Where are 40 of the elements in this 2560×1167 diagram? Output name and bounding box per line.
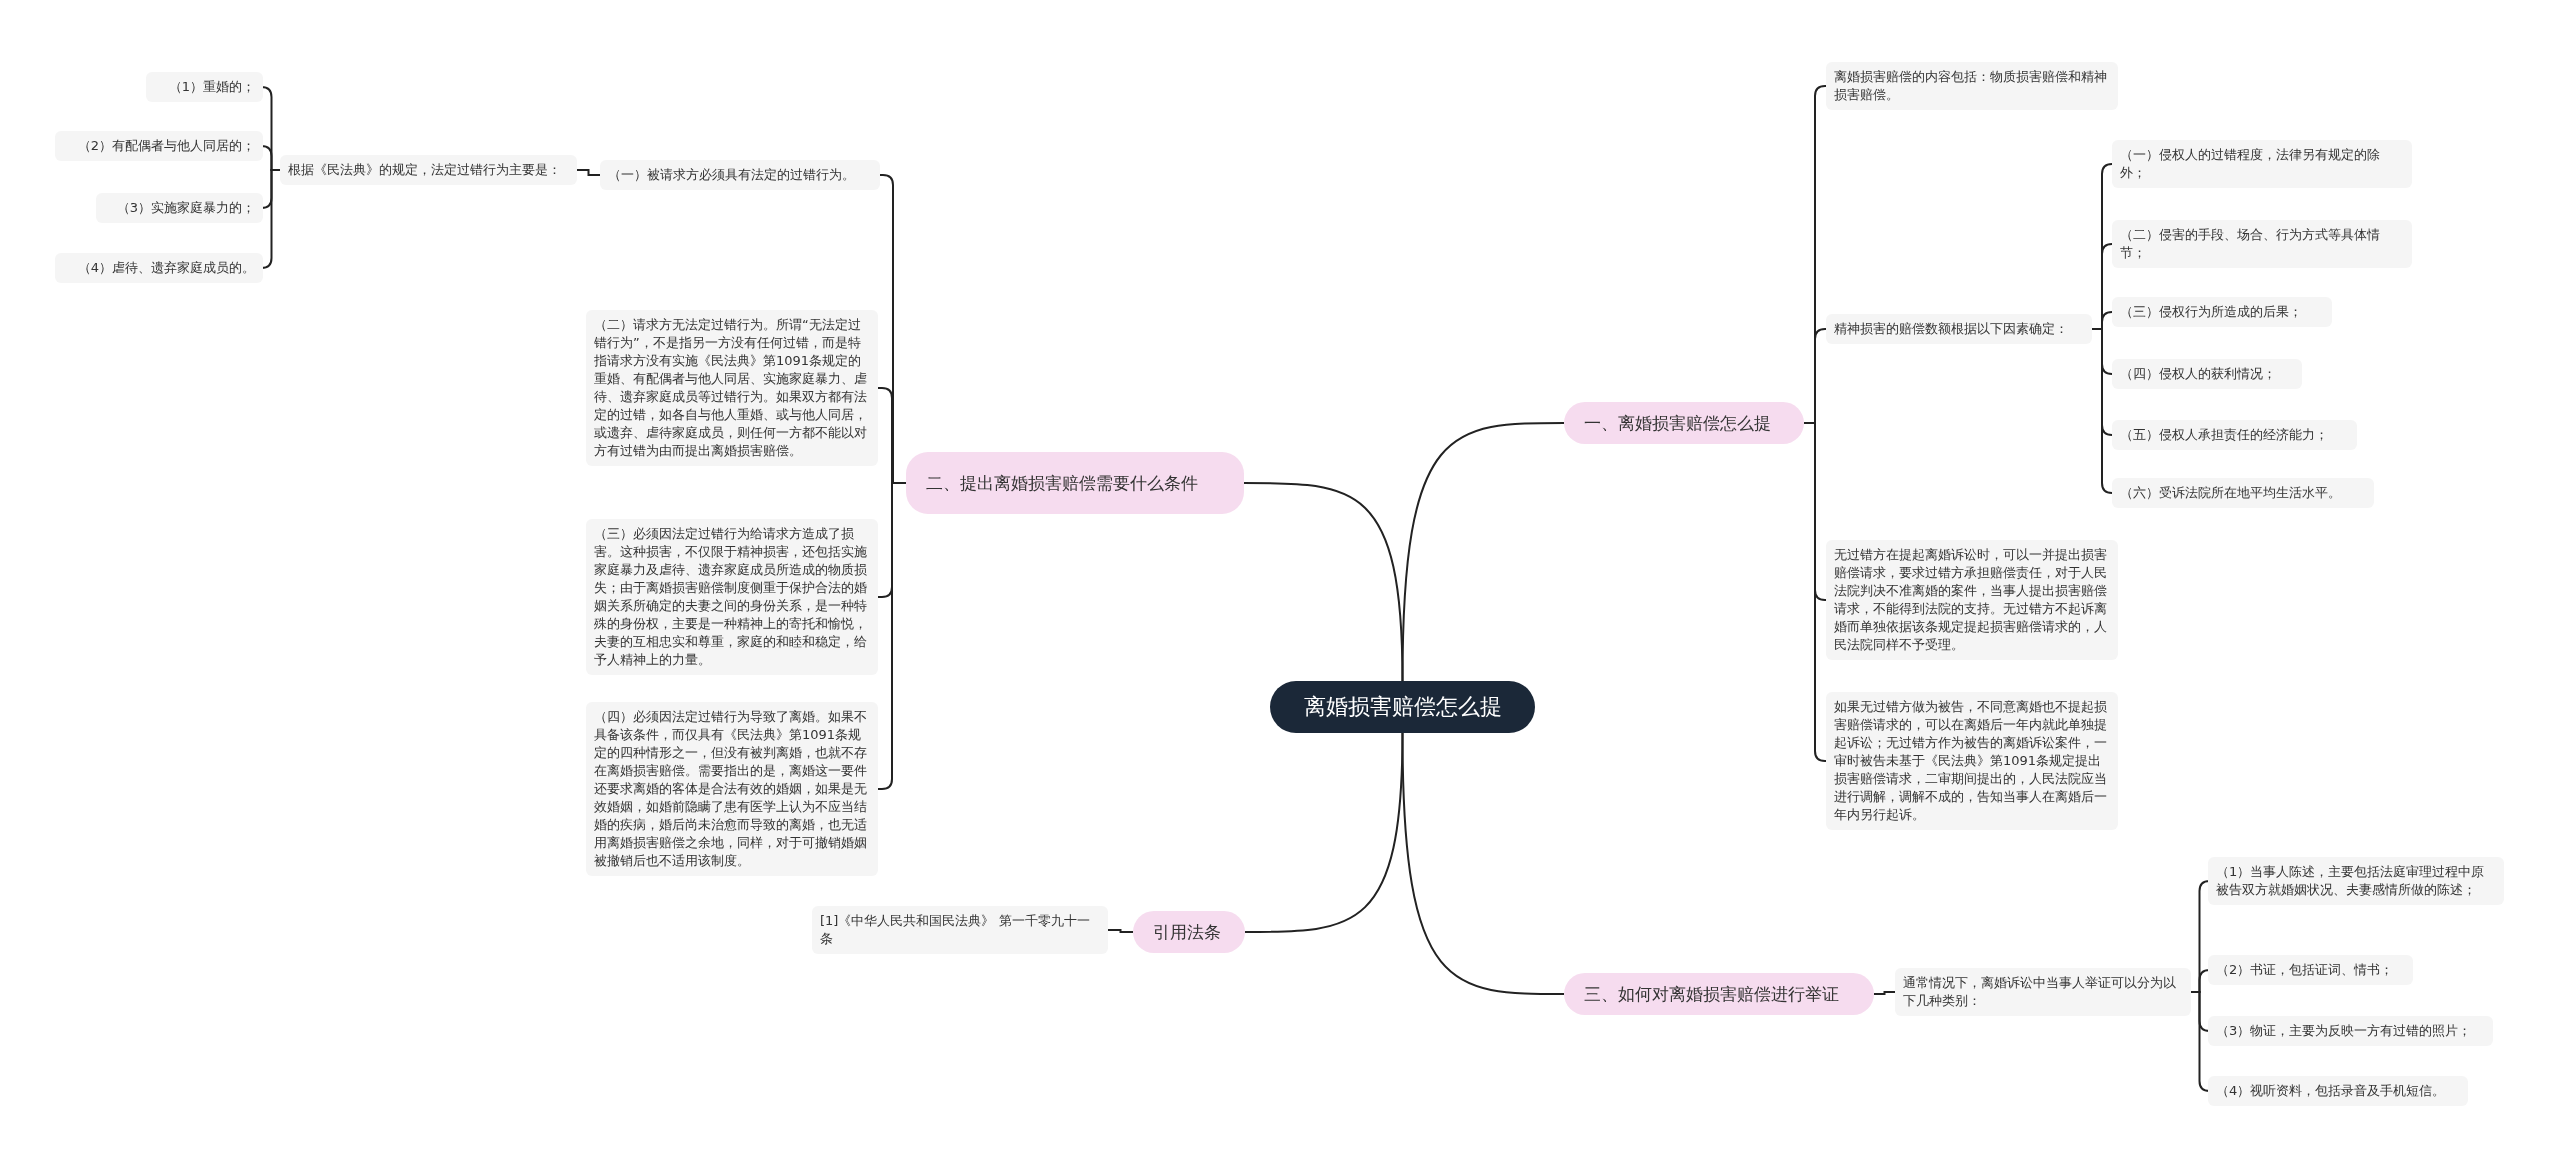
- connector-line: [1401, 422, 1565, 682]
- note-box: 如果无过错方做为被告，不同意离婚也不提起损害赔偿请求的，可以在离婚后一年内就此单独提起诉讼；无过错方作为被告的离婚诉讼案件，一审时被告未基于《民法典》第1091条规定提出损害赔偿请求，二审期间提出的，人民法院应当进行调解，调解不成的，告知当事人在离婚后一年内另行起诉。: [1826, 692, 2118, 830]
- connector-line: [576, 169, 601, 176]
- connector-line: [2091, 328, 2113, 494]
- note-box: （一）被请求方必须具有法定的过错行为。: [600, 160, 880, 190]
- central-topic: 离婚损害赔偿怎么提: [1270, 681, 1535, 733]
- note-box: 根据《民法典》的规定，法定过错行为主要是：: [280, 155, 577, 185]
- branch-topic: 一、离婚损害赔偿怎么提: [1564, 402, 1804, 444]
- note-box: （三）必须因法定过错行为给请求方造成了损害。这种损害，不仅限于精神损害，还包括实施家庭暴力及虐待、遗弃家庭成员所造成的物质损失；由于离婚损害赔偿制度侧重于保护合法的婚姻关系所确定的夫妻之间的身份关系，是一种特殊的身份权，主要是一种精神上的寄托和愉悦，夫妻的互相忠实和尊重，家庭的和睦和稳定，给予人精神上的力量。: [586, 519, 878, 675]
- connector-line: [1107, 929, 1134, 933]
- connector-line: [1803, 422, 1827, 762]
- branch-topic: 三、如何对离婚损害赔偿进行举证: [1564, 973, 1874, 1015]
- note-box: （五）侵权人承担责任的经济能力；: [2112, 420, 2357, 450]
- connector-line: [1401, 732, 1565, 995]
- note-box: （1）重婚的；: [146, 72, 263, 102]
- note-box: 离婚损害赔偿的内容包括：物质损害赔偿和精神损害赔偿。: [1826, 62, 2118, 110]
- note-box: 精神损害的赔偿数额根据以下因素确定：: [1826, 314, 2092, 344]
- note-box: （4）虐待、遗弃家庭成员的。: [55, 253, 263, 283]
- note-box: （2）有配偶者与他人同居的；: [55, 131, 263, 161]
- note-box: 无过错方在提起离婚诉讼时，可以一并提出损害赔偿请求，要求过错方承担赔偿责任，对于人民法院判决不准离婚的案件，当事人提出损害赔偿请求，不能得到法院的支持。无过错方不起诉离婚而单独依据该条规定提起损害赔偿请求的，人民法院同样不予受理。: [1826, 540, 2118, 660]
- note-box: （四）侵权人的获利情况；: [2112, 359, 2302, 389]
- note-box: （二）请求方无法定过错行为。所谓“无法定过错行为”，不是指另一方没有任何过错，而是特指请求方没有实施《民法典》第1091条规定的重婚、有配偶者与他人同居、实施家庭暴力、虐待、遗弃家庭成员等过错行为。如果双方都有法定的过错，如各自与他人重婚、或与他人同居，或遗弃、虐待家庭成员，则任何一方都不能以对方有过错为由而提出离婚损害赔偿。: [586, 310, 878, 466]
- connector-line: [877, 482, 907, 790]
- connector-line: [1243, 482, 1404, 682]
- note-box: （四）必须因法定过错行为导致了离婚。如果不具备该条件，而仅具有《民法典》第1091条规定的四种情形之一，但没有被判离婚，也就不存在离婚损害赔偿。需要指出的是，离婚这一要件还要求离婚的客体是合法有效的婚姻，如果是无效婚姻，如婚前隐瞒了患有医学上认为不应当结婚的疾病，婚后尚未治愈而导致的离婚，也无适用离婚损害赔偿之余地，同样，对于可撤销婚姻被撤销后也不适用该制度。: [586, 702, 878, 876]
- note-box: （4）视听资料，包括录音及手机短信。: [2208, 1076, 2468, 1106]
- note-box: 通常情况下，离婚诉讼中当事人举证可以分为以下几种类别：: [1895, 968, 2191, 1016]
- note-box: （二）侵害的手段、场合、行为方式等具体情节；: [2112, 220, 2412, 268]
- note-box: [1]《中华人民共和国民法典》 第一千零九十一条: [812, 906, 1108, 954]
- note-box: （一）侵权人的过错程度，法律另有规定的除外；: [2112, 140, 2412, 188]
- connector-line: [1873, 991, 1896, 995]
- branch-topic: 二、提出离婚损害赔偿需要什么条件: [906, 452, 1244, 514]
- note-box: （1）当事人陈述，主要包括法庭审理过程中原被告双方就婚姻状况、夫妻感情所做的陈述；: [2208, 857, 2504, 905]
- note-box: （六）受诉法院所在地平均生活水平。: [2112, 478, 2374, 508]
- note-box: （3）实施家庭暴力的；: [96, 193, 263, 223]
- connector-line: [1244, 732, 1404, 933]
- note-box: （三）侵权行为所造成的后果；: [2112, 297, 2332, 327]
- note-box: （3）物证，主要为反映一方有过错的照片；: [2208, 1016, 2493, 1046]
- note-box: （2）书证，包括证词、情书；: [2208, 955, 2413, 985]
- branch-topic: 引用法条: [1133, 911, 1245, 953]
